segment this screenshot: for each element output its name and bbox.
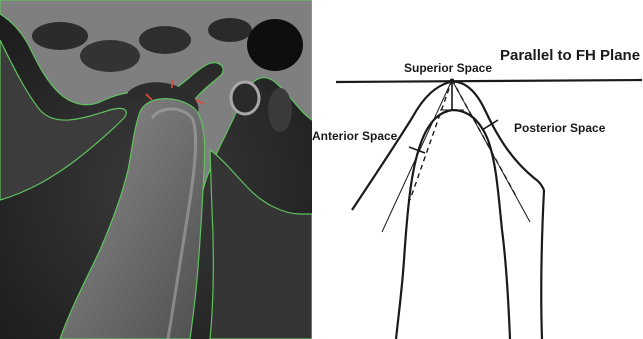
bone-edge [268,88,292,132]
superior-space-label: Superior Space [404,61,492,75]
ct-scan-panel [0,0,312,339]
posterior-space-label: Posterior Space [514,121,606,135]
fh-plane-label: Parallel to FH Plane [500,47,640,64]
anterior-tangent [410,80,452,200]
air-cell [32,22,88,50]
apex-point [450,79,455,84]
anterior-outer-line [382,80,452,232]
condyle-neck [396,260,404,339]
fossa-outline [352,82,544,210]
dark-cavity [247,19,303,71]
ct-scan-image [0,0,312,339]
air-cell [208,18,252,42]
posterior-outline [541,190,544,339]
air-cell [80,40,140,72]
schematic-diagram: Parallel to FH Plane Superior Space Ante… [312,0,643,339]
air-cell [139,26,191,54]
posterior-outer-line [452,80,530,222]
condyle-outline [404,110,510,339]
schematic-panel: Parallel to FH Plane Superior Space Ante… [312,0,643,339]
ring-structure [231,82,259,114]
fh-plane-line [336,80,642,82]
anterior-space-label: Anterior Space [312,129,398,143]
